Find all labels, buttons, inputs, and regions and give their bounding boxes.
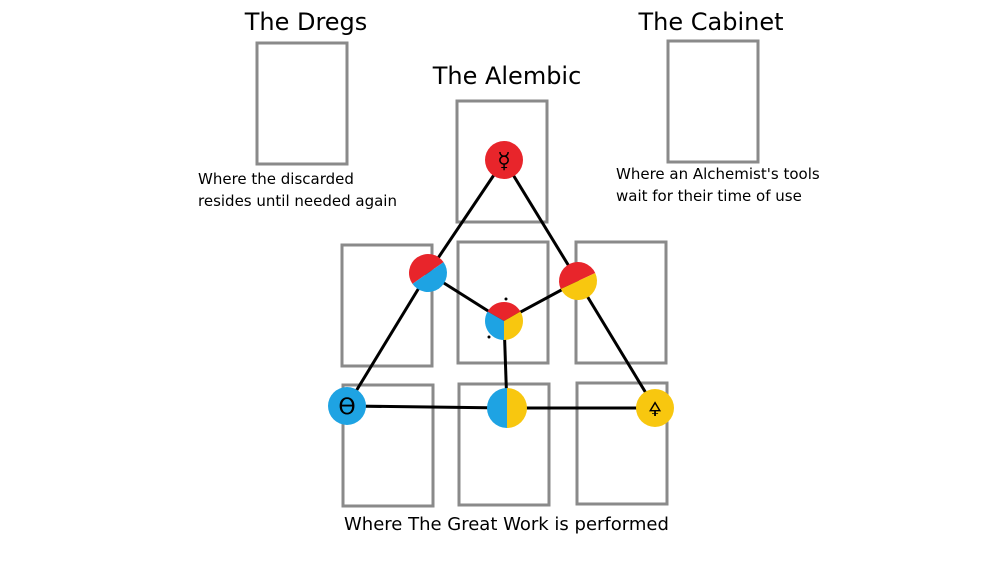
mercury-node[interactable]: ☿: [485, 141, 523, 179]
cabinet-description-line-2: wait for their time of use: [616, 187, 802, 205]
center-node-dot-left: [487, 335, 491, 339]
dregs-description: Where the discarded resides until needed…: [198, 168, 397, 212]
cabinet-description-line-1: Where an Alchemist's tools: [616, 165, 820, 183]
tri-color-center-node[interactable]: [485, 297, 523, 341]
cabinet-description: Where an Alchemist's tools wait for thei…: [616, 163, 820, 207]
red-yellow-node[interactable]: [553, 256, 603, 306]
great-work-description: Where The Great Work is performed: [344, 514, 669, 535]
link-redblue-salt: [345, 272, 430, 407]
sulfur-node[interactable]: 🜍: [636, 389, 674, 427]
link-mercury-redyellow: [502, 159, 580, 282]
mercury-icon: ☿: [497, 149, 511, 174]
link-redyellow-sulfur: [576, 280, 657, 409]
cabinet-title: The Cabinet: [638, 8, 784, 36]
dregs-description-line-2: resides until needed again: [198, 192, 397, 210]
dregs-title: The Dregs: [244, 8, 368, 36]
salt-icon: ϴ: [338, 395, 355, 420]
salt-node[interactable]: ϴ: [328, 387, 366, 425]
blue-yellow-node[interactable]: [487, 388, 527, 428]
center-node-dot-top: [504, 297, 508, 301]
alembic-title: The Alembic: [432, 62, 582, 90]
sulfur-icon: 🜍: [648, 397, 662, 421]
dregs-card-slot[interactable]: [255, 41, 349, 166]
red-blue-node[interactable]: [402, 247, 455, 300]
link-mercury-redblue: [426, 159, 506, 274]
cabinet-card-slot[interactable]: [666, 39, 760, 164]
dregs-description-line-1: Where the discarded: [198, 170, 354, 188]
link-salt-blueyellow: [346, 404, 508, 410]
